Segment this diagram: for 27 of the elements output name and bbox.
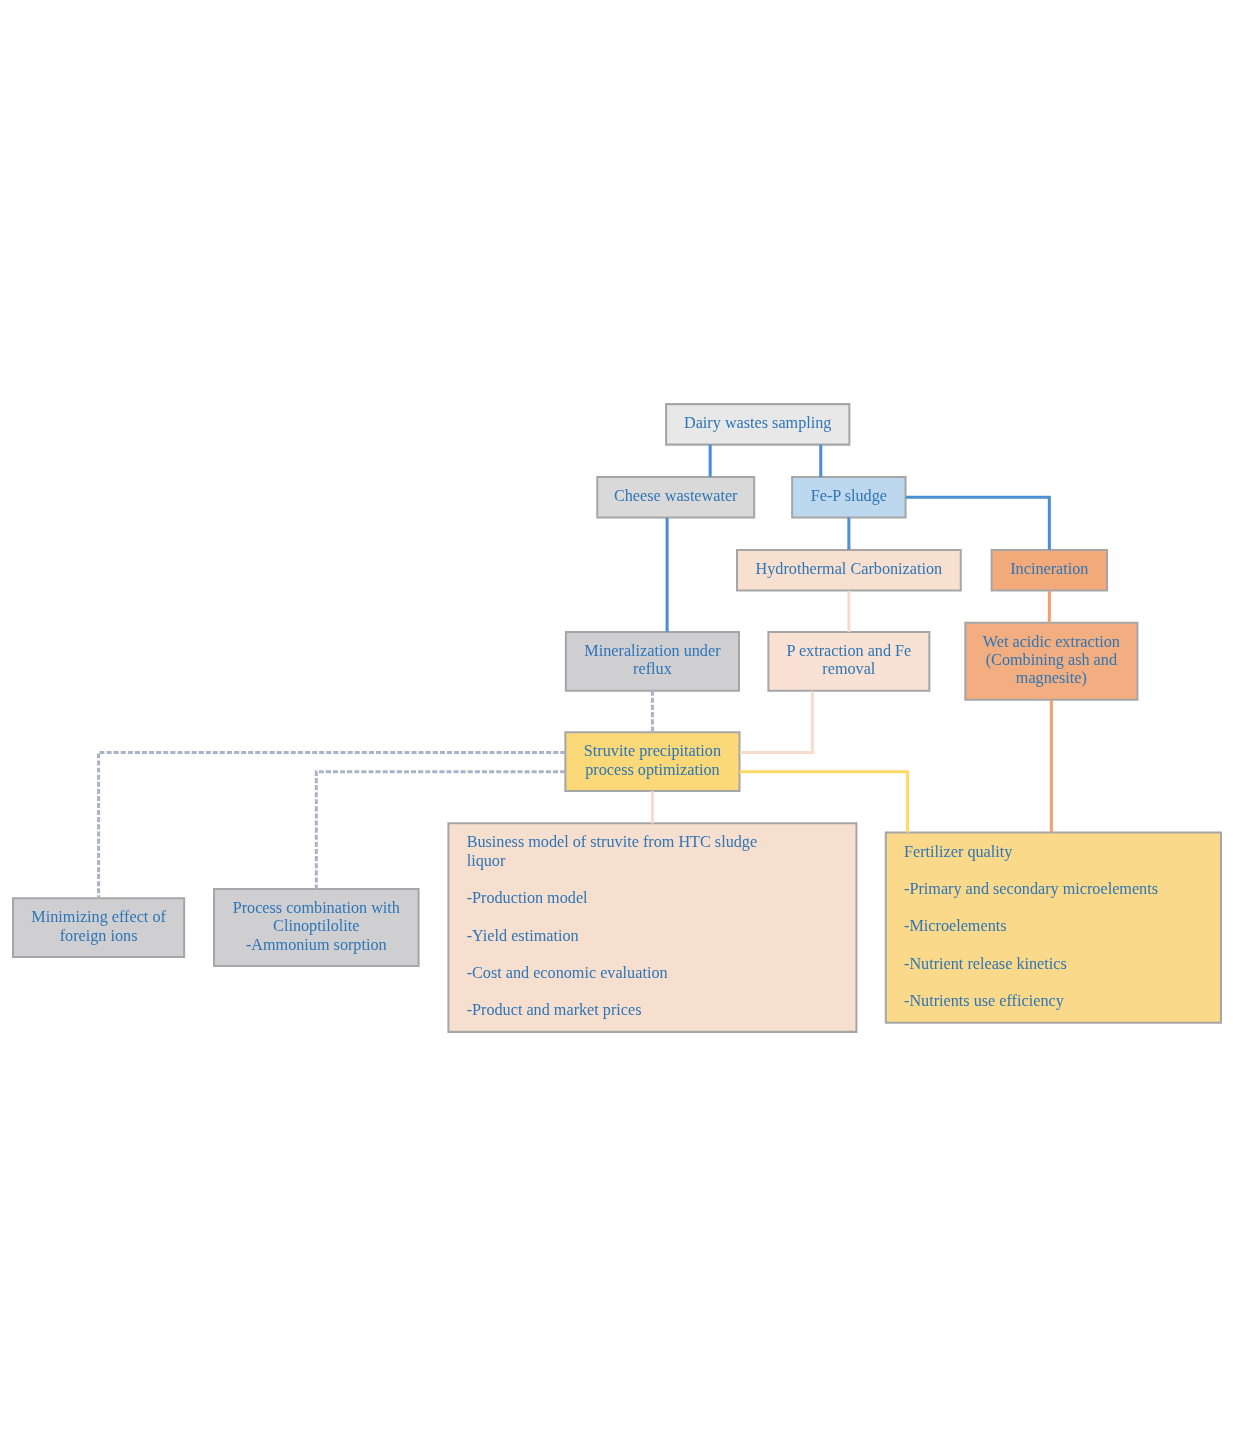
connector [314, 769, 565, 889]
node-box: Struvite precipitation process optimization [563, 730, 740, 792]
connector [846, 590, 850, 632]
connector [739, 690, 814, 754]
connector [665, 517, 669, 632]
connector [739, 769, 909, 832]
connector [905, 495, 1051, 550]
node-box: Process combination with Clinoptilolite -Ammonium sorption [212, 887, 420, 967]
node-box: Business model of struvite from HTC sludge liquor -Production model -Yield estimation -Cost and economic evaluation -Product and market prices [446, 821, 857, 1033]
node-box: P extraction and Fe removal [766, 630, 930, 692]
node-box: Hydrothermal Carbonization [735, 548, 962, 591]
node-box: Minimizing effect of foreign ions [11, 896, 185, 958]
connector [818, 444, 822, 477]
node-box: Dairy wastes sampling [664, 402, 850, 446]
connector [708, 444, 712, 477]
node-box: Wet acidic extraction (Combining ash and magnesite) [963, 621, 1138, 701]
node-box: Fertilizer quality -Primary and secondary microelements -Microelements -Nutrient release kinetics -Nutrients use efficiency [884, 830, 1222, 1024]
connector [650, 790, 654, 823]
node-box: Mineralization under reflux [564, 630, 740, 692]
connector [96, 750, 565, 898]
connector [846, 517, 850, 550]
node-box: Incineration [990, 548, 1108, 591]
connector [1049, 699, 1053, 832]
node-box: Fe-P sludge [790, 475, 907, 519]
connector [650, 690, 654, 732]
connector [1047, 590, 1051, 623]
node-box: Cheese wastewater [595, 475, 755, 519]
